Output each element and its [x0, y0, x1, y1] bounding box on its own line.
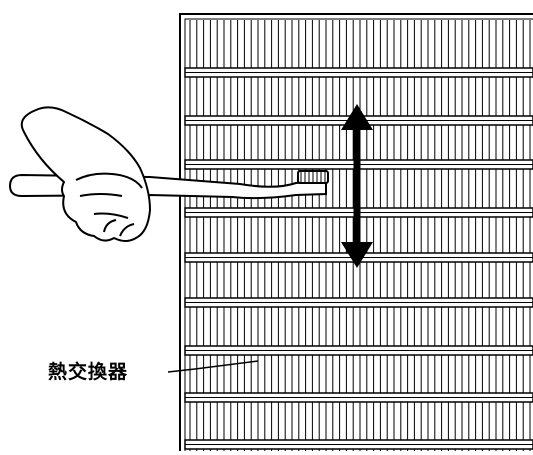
- up-down-arrow-icon: [341, 104, 373, 268]
- label-leader-line: [167, 360, 259, 373]
- exchanger-frame: [179, 13, 533, 451]
- exchanger-fins: [189, 20, 531, 451]
- hand-icon: [20, 106, 151, 242]
- heat-exchanger-label: 熱交換器: [48, 361, 129, 383]
